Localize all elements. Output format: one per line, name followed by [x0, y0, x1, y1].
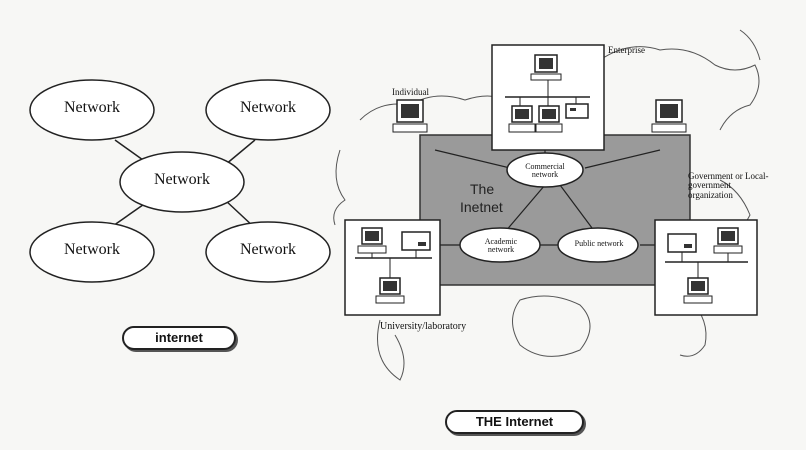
computer-icon — [508, 105, 536, 133]
link-center-top-right — [224, 139, 256, 166]
government-box — [654, 219, 758, 316]
network-node-center — [119, 151, 245, 213]
university-label: University/laboratory — [380, 321, 467, 332]
network-node-bottom-left — [29, 221, 155, 283]
core-title-line2: Inetnet — [460, 199, 503, 215]
network-node-bottom-right — [205, 221, 331, 283]
internet-caption-badge: internet — [122, 326, 236, 350]
network-node-top-right — [205, 79, 331, 141]
commercial-network-label: Commercial network — [525, 162, 565, 180]
left-network-diagram — [29, 79, 331, 283]
enterprise-label: Enterprise — [608, 45, 645, 55]
individual-computer-icon — [392, 99, 428, 133]
academic-network-label: Academic network — [484, 237, 518, 255]
computer-icon — [375, 277, 405, 304]
computer-icon — [357, 227, 387, 254]
network-label: Network — [154, 171, 210, 188]
computer-icon — [530, 54, 562, 81]
network-label: Network — [64, 241, 120, 258]
network-label: Network — [240, 99, 296, 116]
individual-label: Individual — [392, 87, 429, 97]
server-icon — [667, 233, 697, 253]
network-label: Network — [64, 99, 120, 116]
academic-network-node — [459, 227, 541, 263]
server-icon — [565, 103, 589, 119]
core-title-line1: The — [470, 181, 495, 197]
public-network-label: Public network — [574, 239, 624, 248]
government-label: Government or Local-government organizat… — [688, 171, 769, 200]
computer-icon — [535, 105, 563, 133]
enterprise-box — [491, 44, 605, 151]
computer-icon — [683, 277, 713, 304]
university-box — [344, 219, 441, 316]
public-network-node — [557, 227, 639, 263]
network-node-top-left — [29, 79, 155, 141]
commercial-network-node — [506, 152, 584, 188]
server-icon — [401, 231, 431, 251]
network-label: Network — [240, 241, 296, 258]
government-computer-icon — [651, 99, 687, 133]
the-internet-caption-badge: THE Internet — [445, 410, 584, 434]
computer-icon — [713, 227, 743, 254]
